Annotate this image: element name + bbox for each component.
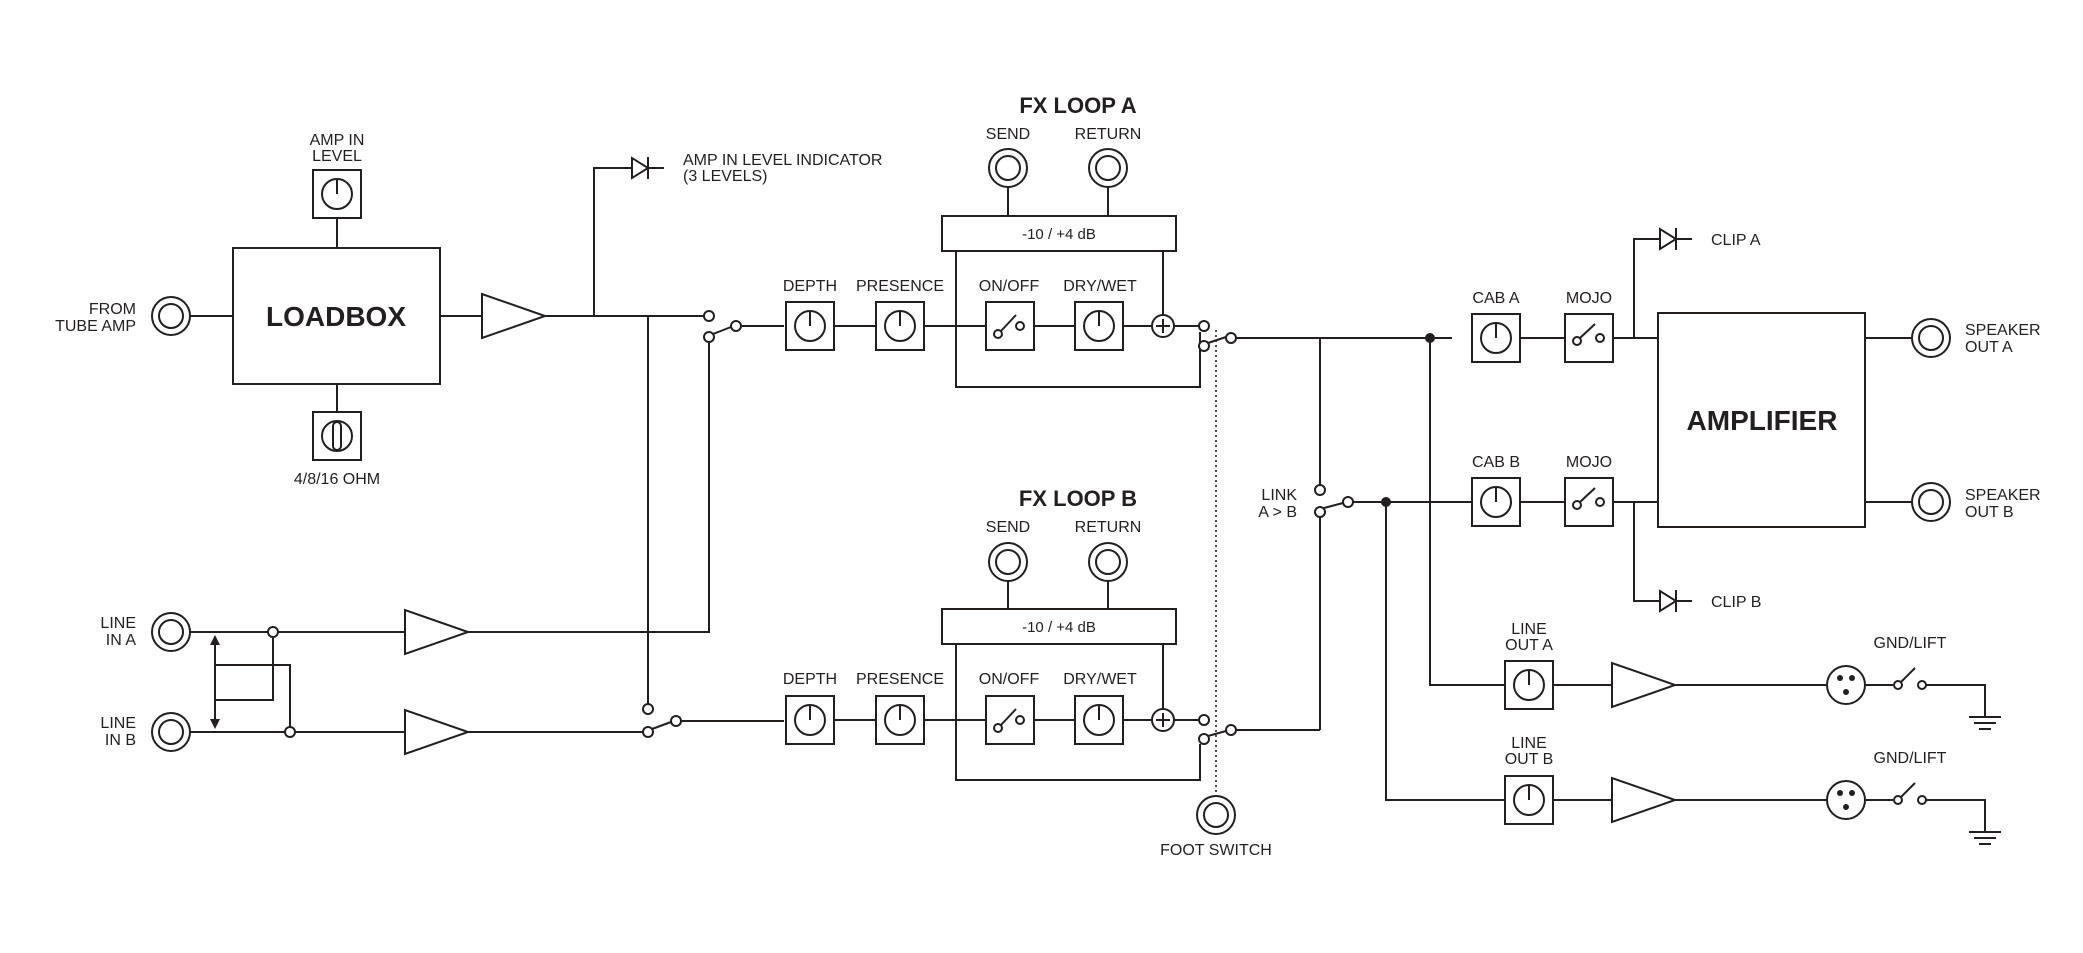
- amp-in-indicator-label-1: AMP IN LEVEL INDICATOR: [683, 152, 882, 169]
- fx-loop-b-title: FX LOOP B: [1019, 486, 1137, 511]
- dry-wet-a-label: DRY/WET: [1063, 278, 1137, 295]
- fx-a-level-switch: [941, 215, 1177, 252]
- gnd-lift-b-label: GND/LIFT: [1874, 750, 1947, 767]
- fx-a-on-off-switch: [985, 301, 1035, 351]
- foot-switch-jack: [1196, 795, 1236, 835]
- mojo-b-switch: [1564, 477, 1614, 527]
- amp-in-level-label-1: AMP IN: [310, 132, 365, 149]
- link-label-1: LINK: [1261, 487, 1297, 504]
- presence-a-label: PRESENCE: [856, 278, 944, 295]
- line-out-a-knob: [1504, 660, 1554, 710]
- depth-a-label: DEPTH: [783, 278, 837, 295]
- line-out-b-xlr: [1826, 780, 1866, 820]
- fx-a-level-switch-label: -10 / +4 dB: [1022, 226, 1096, 243]
- dry-wet-a-knob: [1074, 301, 1124, 351]
- line-in-a-jack: [151, 612, 191, 652]
- speaker-out-a-label-2: OUT A: [1965, 339, 2013, 356]
- impedance-label: 4/8/16 OHM: [294, 471, 380, 488]
- clip-a-label: CLIP A: [1711, 232, 1761, 249]
- amp-in-level-knob: [312, 169, 362, 219]
- on-off-b-label: ON/OFF: [979, 671, 1040, 688]
- loadbox-label: LOADBOX: [266, 301, 406, 332]
- depth-b-knob: [785, 695, 835, 745]
- mojo-a-label: MOJO: [1566, 290, 1612, 307]
- fx-a-return-jack: [1088, 148, 1128, 188]
- line-out-a-driver: [1611, 661, 1679, 709]
- speaker-out-a-jack: [1911, 318, 1951, 358]
- mojo-a-switch: [1564, 313, 1614, 363]
- line-out-b-driver: [1611, 776, 1679, 824]
- dry-wet-b-knob: [1074, 695, 1124, 745]
- speaker-out-b-label-2: OUT B: [1965, 504, 2014, 521]
- cab-a-knob: [1471, 313, 1521, 363]
- line-in-a-label-1: LINE: [100, 615, 136, 632]
- from-tube-amp-label-2: TUBE AMP: [55, 318, 136, 335]
- amp-in-level-indicator-diode: [631, 156, 650, 180]
- line-out-b-label-1: LINE: [1511, 735, 1547, 752]
- clip-b-indicator-diode: [1659, 589, 1678, 613]
- send-b-label: SEND: [986, 519, 1030, 536]
- from-tube-amp-label-1: FROM: [89, 301, 136, 318]
- link-label-2: A > B: [1258, 504, 1297, 521]
- gnd-lift-b-switch: [1893, 782, 1927, 805]
- presence-a-knob: [875, 301, 925, 351]
- cab-a-label: CAB A: [1472, 290, 1519, 307]
- amp-in-level-label-2: LEVEL: [312, 148, 362, 165]
- cab-b-label: CAB B: [1472, 454, 1520, 471]
- clip-b-label: CLIP B: [1711, 594, 1761, 611]
- fx-b-on-off-switch: [985, 695, 1035, 745]
- clip-a-indicator-diode: [1659, 227, 1678, 251]
- fx-b-mixer: [1151, 708, 1175, 732]
- ground-a-icon: [1969, 716, 2001, 730]
- line-out-a-xlr: [1826, 665, 1866, 705]
- fx-loop-a-title: FX LOOP A: [1019, 93, 1136, 118]
- send-a-label: SEND: [986, 126, 1030, 143]
- line-in-b-label-1: LINE: [100, 715, 136, 732]
- line-out-a-label-2: OUT A: [1505, 637, 1553, 654]
- depth-b-label: DEPTH: [783, 671, 837, 688]
- fx-b-return-jack: [1088, 542, 1128, 582]
- return-a-label: RETURN: [1075, 126, 1142, 143]
- cab-b-knob: [1471, 477, 1521, 527]
- line-in-b-label-2: IN B: [105, 732, 136, 749]
- amp-in-indicator-label-2: (3 LEVELS): [683, 168, 767, 185]
- presence-b-label: PRESENCE: [856, 671, 944, 688]
- dry-wet-b-label: DRY/WET: [1063, 671, 1137, 688]
- depth-a-knob: [785, 301, 835, 351]
- fx-a-send-jack: [988, 148, 1028, 188]
- line-in-a-label-2: IN A: [106, 632, 137, 649]
- fx-b-level-switch-label: -10 / +4 dB: [1022, 619, 1096, 636]
- presence-b-knob: [875, 695, 925, 745]
- speaker-out-a-label-1: SPEAKER: [1965, 322, 2041, 339]
- speaker-out-b-label-1: SPEAKER: [1965, 487, 2041, 504]
- gnd-lift-a-switch: [1893, 667, 1927, 690]
- fx-b-level-switch: [941, 608, 1177, 645]
- mojo-b-label: MOJO: [1566, 454, 1612, 471]
- impedance-selector: [312, 411, 362, 461]
- amplifier-block: [1657, 312, 1866, 528]
- amplifier-label: AMPLIFIER: [1687, 405, 1838, 436]
- line-out-b-knob: [1504, 775, 1554, 825]
- line-in-a-buffer: [404, 608, 472, 656]
- gnd-lift-a-label: GND/LIFT: [1874, 635, 1947, 652]
- line-out-a-label-1: LINE: [1511, 621, 1547, 638]
- fx-b-send-jack: [988, 542, 1028, 582]
- ground-b-icon: [1969, 831, 2001, 845]
- line-in-b-buffer: [404, 708, 472, 756]
- foot-switch-label: FOOT SWITCH: [1160, 842, 1272, 859]
- input-buffer-amp: [481, 292, 549, 340]
- from-tube-amp-jack: [151, 296, 191, 336]
- line-in-b-jack: [151, 712, 191, 752]
- return-b-label: RETURN: [1075, 519, 1142, 536]
- speaker-out-b-jack: [1911, 482, 1951, 522]
- fx-a-mixer: [1151, 314, 1175, 338]
- line-out-b-label-2: OUT B: [1505, 751, 1554, 768]
- on-off-a-label: ON/OFF: [979, 278, 1040, 295]
